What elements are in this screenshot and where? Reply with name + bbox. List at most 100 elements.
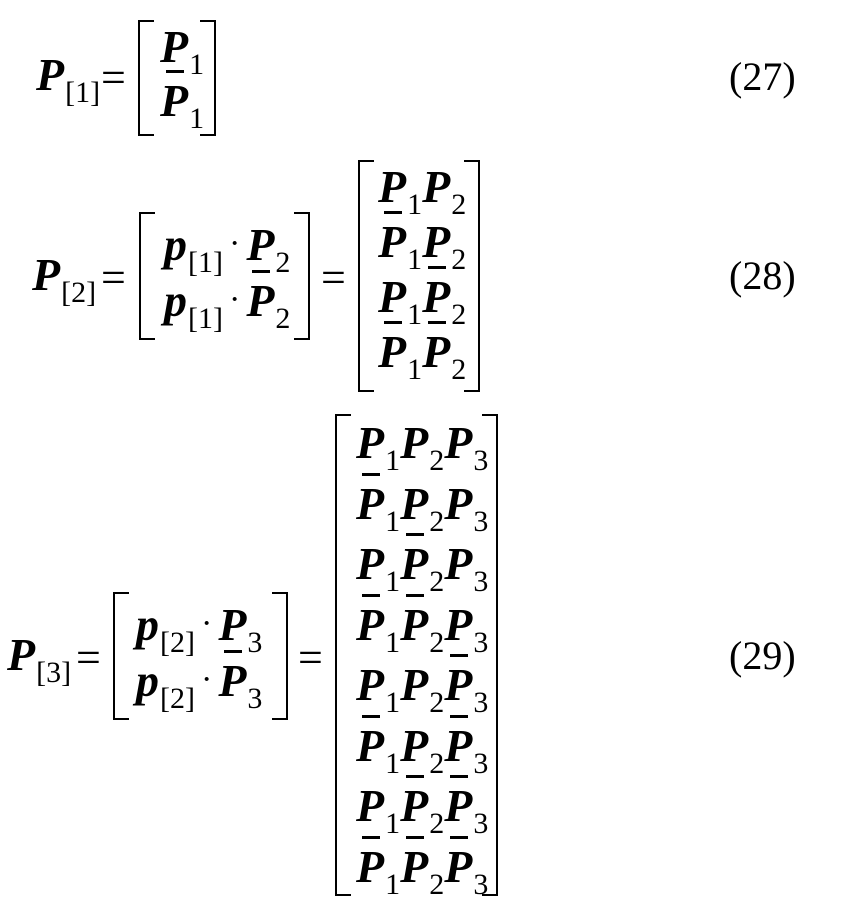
subscript: 2 xyxy=(429,444,445,477)
complement-symbol: P xyxy=(400,533,429,589)
matrix-term: P1 xyxy=(378,211,422,275)
subscript: 2 xyxy=(451,298,467,331)
symbol: P xyxy=(444,417,473,468)
eq27-lhs: P[1] xyxy=(36,52,100,108)
prefix-subscript: [1] xyxy=(188,246,223,279)
subscript: 1 xyxy=(385,686,401,719)
matrix-row: P1P2P3 xyxy=(356,593,488,663)
matrix-term: P1 xyxy=(378,274,422,330)
complement-symbol: P xyxy=(356,714,385,771)
eq28-result-left-bracket xyxy=(358,160,374,392)
subscript: 2 xyxy=(429,867,445,901)
subscript: 1 xyxy=(407,298,423,331)
matrix-term: P2 xyxy=(400,835,444,899)
subscript: 1 xyxy=(385,625,401,659)
matrix-term: P3 xyxy=(444,480,488,536)
subscript: 3 xyxy=(247,682,263,715)
symbol: P xyxy=(218,599,247,650)
matrix-term: P1 xyxy=(356,417,400,476)
lhs-subscript: [2] xyxy=(61,276,97,309)
matrix-term: P2 xyxy=(400,659,444,718)
eq29-result-left-bracket xyxy=(335,414,351,896)
matrix-term: P2 xyxy=(422,219,466,275)
matrix-term: P2 xyxy=(400,420,444,476)
symbol: P xyxy=(422,161,451,212)
complement-symbol: P xyxy=(218,650,247,706)
matrix-term: P3 xyxy=(444,775,488,839)
matrix-term: P1 xyxy=(356,835,400,899)
prefix-subscript: [1] xyxy=(188,302,223,335)
matrix-term: P3 xyxy=(444,654,488,718)
matrix-term: P3 xyxy=(444,835,488,899)
eq29-lhs: P[3] xyxy=(7,629,71,688)
subscript: 3 xyxy=(473,746,489,780)
complement-symbol: P xyxy=(378,321,407,377)
subscript: 1 xyxy=(385,867,401,901)
subscript: 1 xyxy=(407,243,423,276)
complement-symbol: P xyxy=(378,211,407,267)
prefix-symbol: p xyxy=(164,275,187,326)
subscript: 2 xyxy=(451,188,467,221)
complement-symbol: P xyxy=(356,593,385,650)
symbol: P xyxy=(356,659,385,710)
matrix-row: P1P2P3 xyxy=(356,472,488,542)
matrix-term: P2 xyxy=(400,775,444,839)
symbol: P xyxy=(400,659,429,710)
subscript: 3 xyxy=(473,444,489,477)
lhs-subscript: [3] xyxy=(36,656,72,689)
matrix-term: P1 xyxy=(356,659,400,718)
subscript: 3 xyxy=(473,807,489,840)
matrix-term: P3 xyxy=(444,714,488,778)
equation-number: (27) xyxy=(729,54,796,99)
subscript: 3 xyxy=(473,625,489,659)
lhs-symbol: P xyxy=(7,629,36,680)
matrix-term: P1 xyxy=(356,780,400,839)
matrix-term: P3 xyxy=(444,601,488,657)
complement-symbol: P xyxy=(246,270,275,326)
matrix-term: P2 xyxy=(422,321,466,385)
subscript: 3 xyxy=(247,626,263,659)
subscript: 1 xyxy=(385,807,401,840)
matrix-term: P2 xyxy=(400,480,444,536)
middle-row: p[2]·P3 xyxy=(136,650,263,715)
matrix-term: P2 xyxy=(422,266,466,330)
subscript: 2 xyxy=(429,686,445,719)
symbol: P xyxy=(246,219,275,270)
prefix-symbol: p xyxy=(136,655,159,706)
eq29-equals: = xyxy=(76,633,101,682)
matrix-term: P1 xyxy=(356,541,400,597)
symbol: P xyxy=(356,417,385,468)
matrix-row: P1P2P3 xyxy=(356,714,488,784)
symbol: P xyxy=(356,780,385,831)
subscript: 2 xyxy=(275,302,291,335)
matrix-term: P1 xyxy=(378,321,422,385)
symbol: P xyxy=(400,719,429,771)
matrix-row: P1P2 xyxy=(378,321,466,385)
eq27-right-bracket xyxy=(200,20,216,136)
eq29-mid-left-bracket xyxy=(113,592,129,720)
eq28-mid-right-bracket xyxy=(294,212,310,340)
matrix-row: P1P2P3 xyxy=(356,654,488,723)
subscript: 2 xyxy=(451,353,467,386)
multiply-dot: · xyxy=(228,225,241,262)
middle-row: p[1]·P2 xyxy=(164,270,291,335)
matrix-term: P1 xyxy=(378,161,422,220)
subscript: 2 xyxy=(429,807,445,840)
symbol: P xyxy=(378,161,407,212)
matrix-term: P1 xyxy=(356,472,400,536)
eq28-equals-2: = xyxy=(321,253,346,302)
complement-symbol: P xyxy=(400,593,429,650)
complement-symbol: P xyxy=(422,266,451,322)
multiply-dot: · xyxy=(200,605,213,642)
matrix-term: P3 xyxy=(444,541,488,597)
eq28-lhs: P[2] xyxy=(32,252,96,308)
equation-number: (29) xyxy=(729,633,796,678)
multiply-dot: · xyxy=(228,281,241,318)
